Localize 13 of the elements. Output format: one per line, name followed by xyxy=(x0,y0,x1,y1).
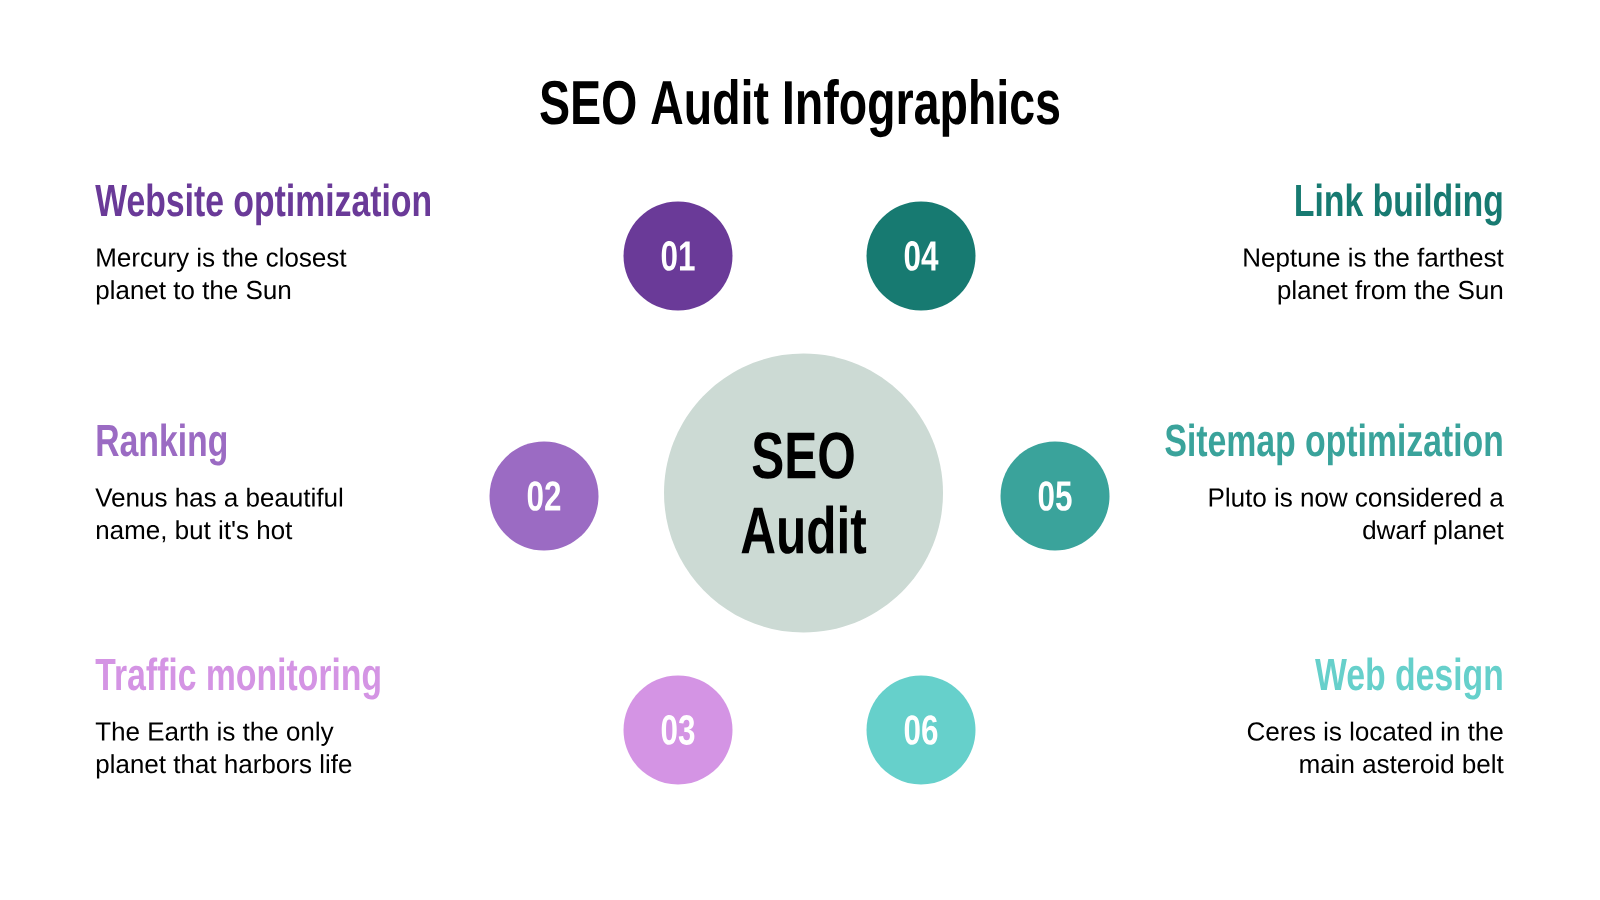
section-heading: Sitemap optimization xyxy=(1165,423,1502,466)
section-heading: Link building xyxy=(1296,183,1502,226)
description: Mercury is the closest planet to the Sun xyxy=(96,247,347,305)
description: Neptune is the farthest planet from the Sun xyxy=(1244,247,1504,305)
description: The Earth is the only planet that harbors life xyxy=(95,721,352,779)
title: SEO Audit Infographics xyxy=(540,79,1060,138)
section-heading: Web design xyxy=(1315,657,1502,700)
section-heading: Website optimization xyxy=(95,183,430,226)
section-heading: Ranking xyxy=(97,423,227,466)
description: Venus has a beautiful name, but it's hot xyxy=(95,487,343,543)
section-heading: Traffic monitoring xyxy=(95,657,380,700)
description: Ceres is located in the main asteroid belt xyxy=(1247,721,1504,774)
description: Pluto is now considered a dwarf planet xyxy=(1209,487,1504,545)
